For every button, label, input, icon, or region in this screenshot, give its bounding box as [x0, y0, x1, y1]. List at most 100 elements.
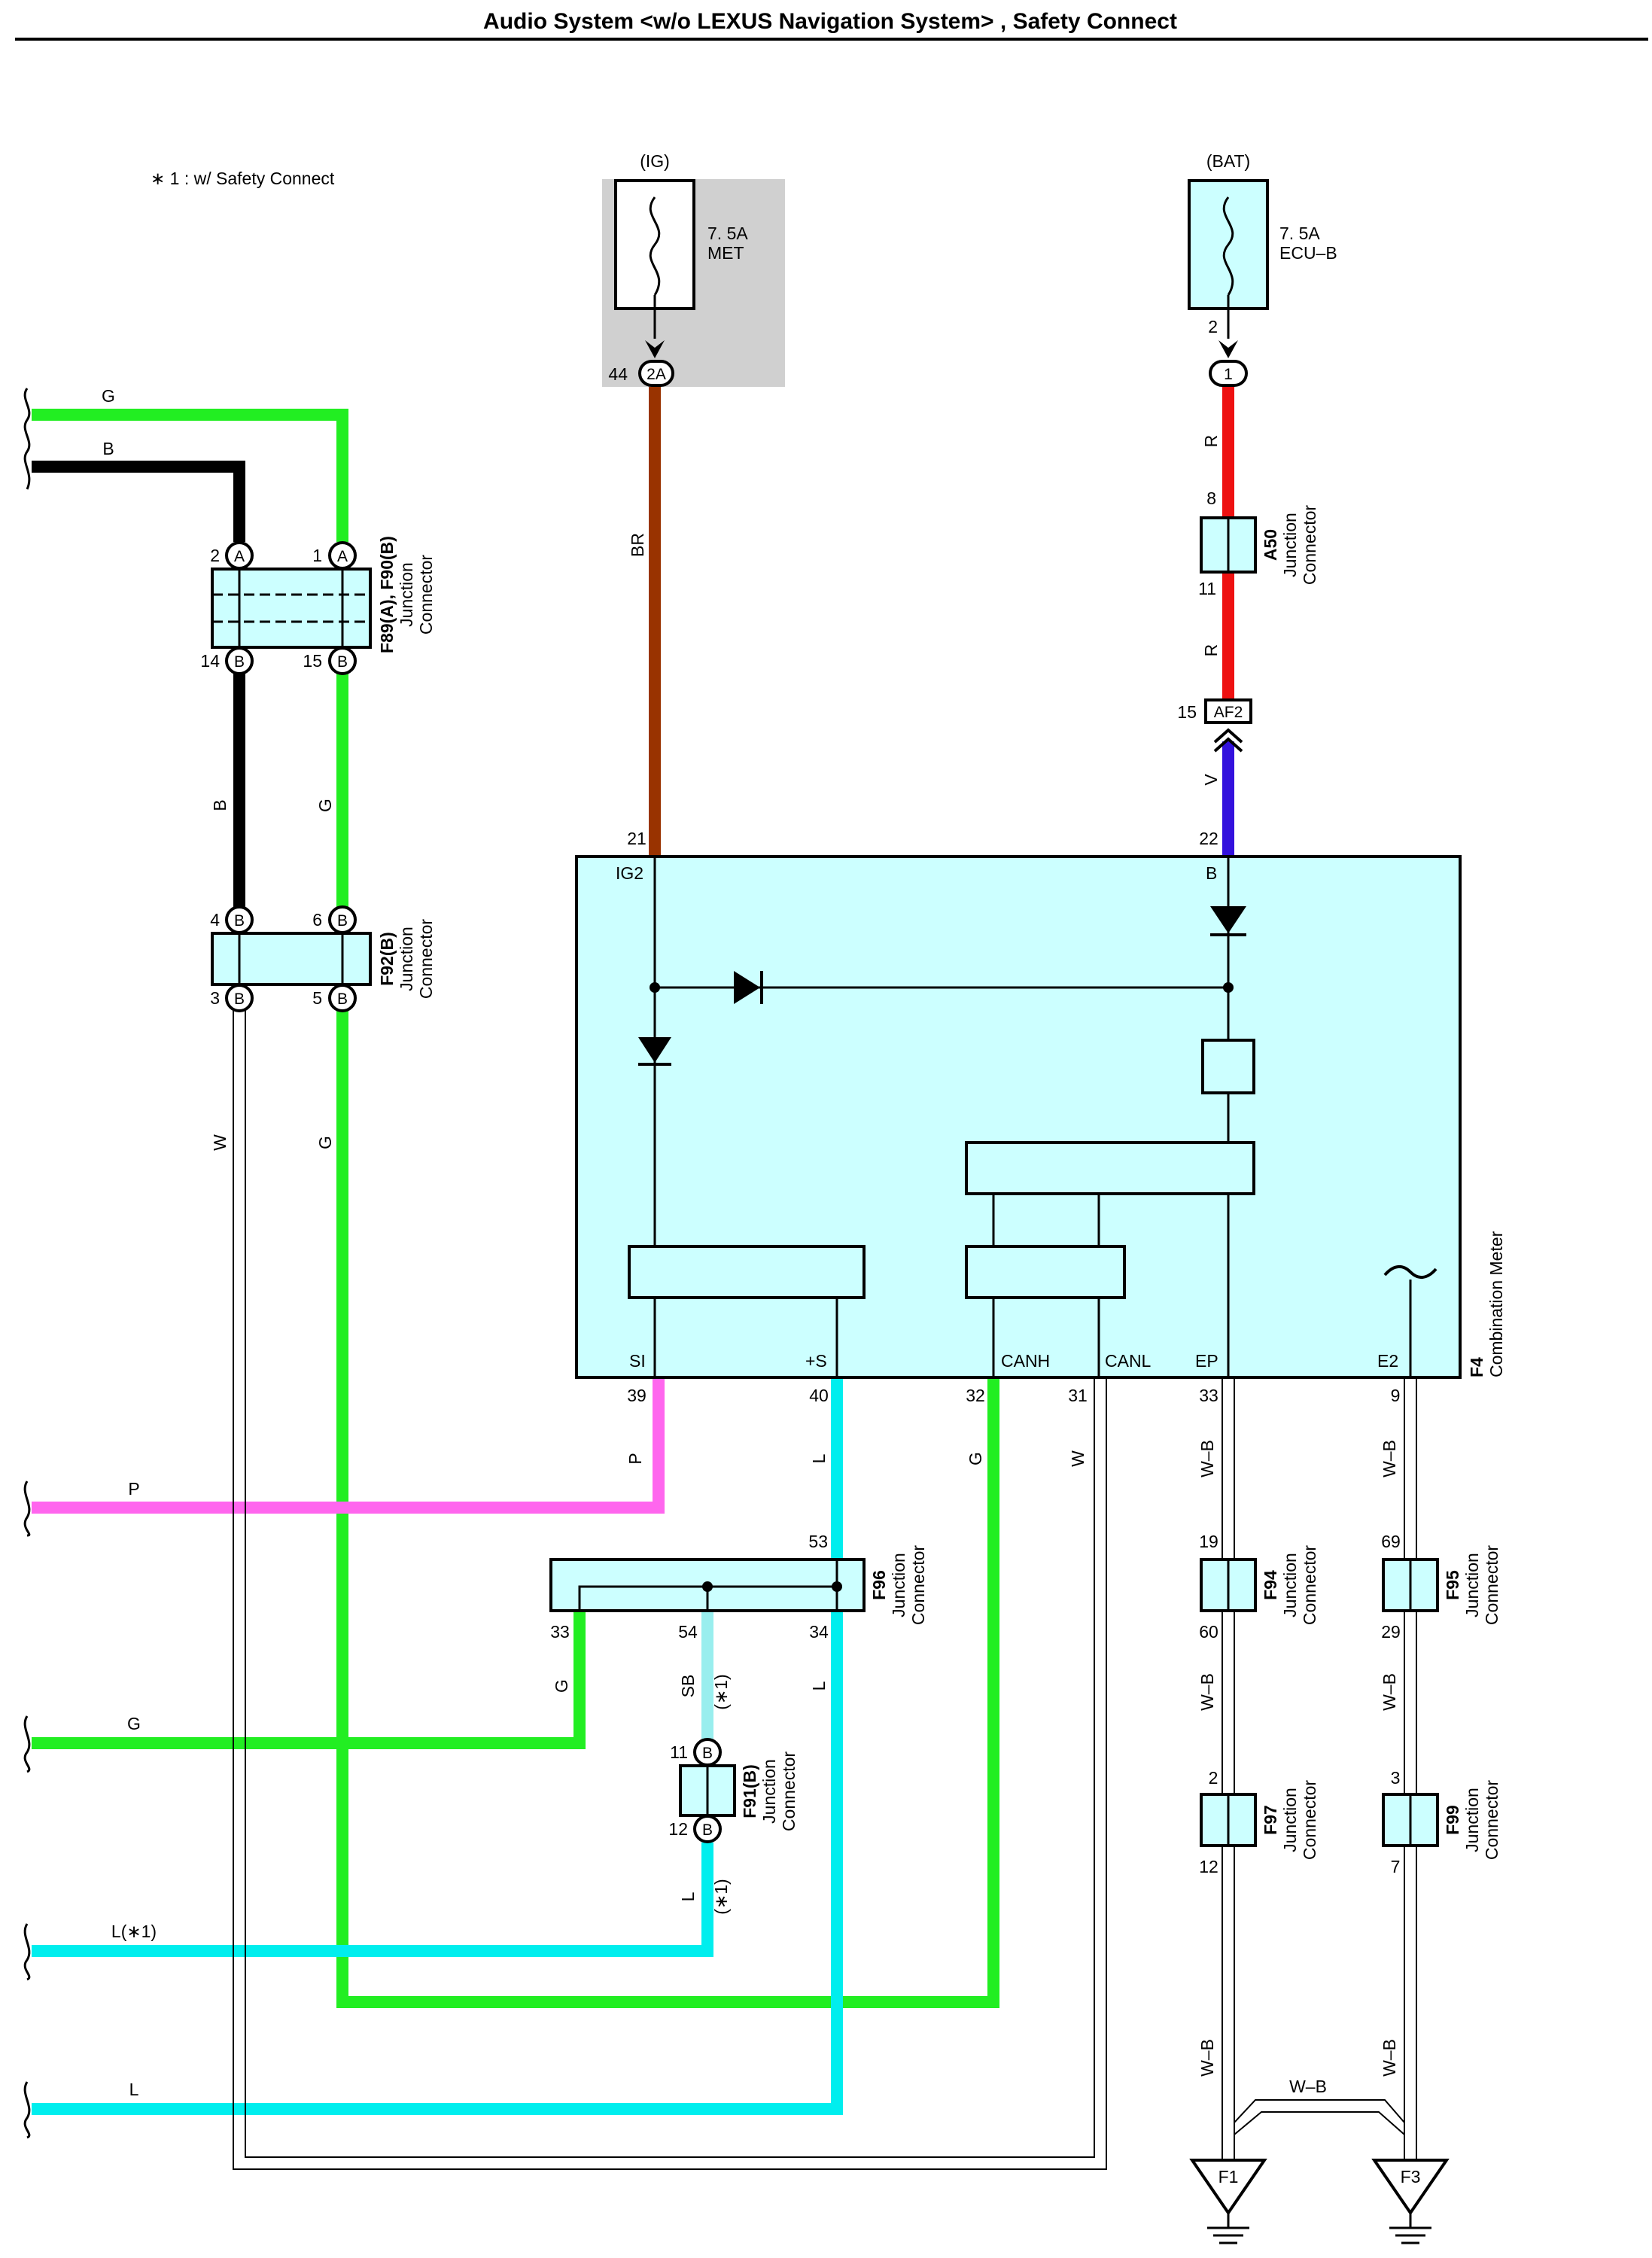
svg-text:2: 2: [1209, 1768, 1218, 1788]
svg-text:AF2: AF2: [1214, 704, 1243, 721]
svg-text:Junction: Junction: [397, 927, 416, 991]
junction-f89-f90: A A 2 1 B B 14 15 F89(A), F90(B) Junctio…: [200, 536, 436, 675]
svg-text:60: 60: [1199, 1622, 1218, 1642]
junction-f97: 2 12 F97 Junction Connector: [1199, 1768, 1319, 1876]
svg-text:G: G: [127, 1714, 141, 1733]
svg-text:SI: SI: [629, 1351, 646, 1371]
svg-text:2: 2: [1208, 317, 1218, 336]
svg-text:34: 34: [809, 1622, 829, 1642]
svg-text:F99: F99: [1443, 1805, 1462, 1835]
svg-text:9: 9: [1391, 1386, 1401, 1405]
safety-connect-note: ∗ 1 : w/ Safety Connect: [151, 169, 335, 188]
svg-text:P: P: [128, 1479, 139, 1499]
svg-text:IG2: IG2: [616, 863, 643, 883]
fuse-bat: (BAT) 7. 5A ECU–B 1 2: [1188, 151, 1337, 387]
svg-text:11: 11: [670, 1742, 688, 1762]
svg-text:L: L: [809, 1453, 829, 1463]
svg-text:8: 8: [1206, 488, 1216, 508]
svg-text:G: G: [315, 799, 335, 812]
svg-text:A: A: [337, 548, 348, 565]
svg-text:(IG): (IG): [640, 151, 670, 171]
svg-text:22: 22: [1199, 829, 1218, 848]
svg-text:15: 15: [1177, 702, 1197, 722]
junction-f95: 69 29 F95 Junction Connector: [1381, 1532, 1501, 1642]
svg-text:BR: BR: [628, 533, 647, 557]
svg-text:2: 2: [210, 546, 220, 565]
svg-text:1: 1: [1224, 366, 1233, 383]
svg-text:33: 33: [1199, 1386, 1218, 1405]
ground-f3: F3: [1371, 2159, 1450, 2244]
svg-text:B: B: [102, 439, 114, 458]
svg-text:7. 5A: 7. 5A: [707, 224, 748, 243]
svg-text:(∗1): (∗1): [711, 1674, 731, 1709]
svg-text:CANL: CANL: [1105, 1351, 1152, 1371]
svg-text:P: P: [625, 1453, 645, 1464]
svg-text:Connector: Connector: [1300, 1780, 1319, 1860]
fuse-ig: (IG) 7. 5A MET 2A 44: [602, 151, 785, 387]
svg-text:B: B: [1206, 863, 1217, 883]
svg-text:4: 4: [210, 910, 220, 930]
svg-text:Connector: Connector: [416, 919, 436, 999]
svg-text:R: R: [1201, 644, 1221, 657]
svg-text:Junction: Junction: [397, 562, 416, 627]
svg-text:A: A: [234, 548, 245, 565]
svg-text:Connector: Connector: [1482, 1780, 1501, 1860]
svg-text:69: 69: [1381, 1532, 1401, 1551]
combination-meter-f4: 21 22 IG2 B: [575, 829, 1506, 1405]
svg-text:F94: F94: [1261, 1570, 1280, 1600]
svg-text:7: 7: [1391, 1857, 1401, 1876]
svg-text:53: 53: [808, 1532, 828, 1551]
svg-text:39: 39: [627, 1386, 647, 1405]
svg-text:R: R: [1201, 435, 1221, 448]
svg-text:F92(B): F92(B): [377, 932, 397, 986]
svg-text:5: 5: [312, 988, 322, 1008]
svg-text:CANH: CANH: [1001, 1351, 1050, 1371]
svg-text:B: B: [702, 1821, 713, 1839]
svg-text:B: B: [337, 991, 348, 1008]
svg-text:B: B: [702, 1745, 713, 1762]
svg-text:L(∗1): L(∗1): [111, 1922, 157, 1941]
svg-text:G: G: [315, 1136, 335, 1149]
svg-text:B: B: [337, 653, 348, 671]
svg-text:A50: A50: [1261, 529, 1280, 561]
svg-text:F1: F1: [1218, 2167, 1239, 2186]
svg-text:B: B: [234, 912, 245, 930]
junction-f99: 3 7 F99 Junction Connector: [1382, 1768, 1501, 1876]
svg-text:Connector: Connector: [1300, 1545, 1319, 1625]
svg-text:54: 54: [678, 1622, 698, 1642]
svg-text:21: 21: [627, 829, 647, 848]
svg-text:3: 3: [1391, 1768, 1401, 1788]
junction-f96: 53 33 54 34 F96 Junction Connector: [549, 1532, 928, 1642]
diagram-title: Audio System <w/o LEXUS Navigation Syste…: [483, 9, 1177, 34]
svg-text:Junction: Junction: [889, 1553, 908, 1617]
svg-text:29: 29: [1381, 1622, 1401, 1642]
svg-text:(BAT): (BAT): [1206, 151, 1250, 171]
svg-text:G: G: [552, 1679, 571, 1693]
svg-text:19: 19: [1199, 1532, 1218, 1551]
svg-text:14: 14: [200, 651, 220, 671]
svg-text:F95: F95: [1443, 1570, 1462, 1600]
svg-text:W: W: [1068, 1450, 1088, 1467]
svg-text:Junction: Junction: [1280, 513, 1300, 577]
svg-text:ECU–B: ECU–B: [1279, 243, 1337, 263]
connector-af2: AF2 15: [1177, 698, 1252, 753]
svg-text:L: L: [809, 1681, 829, 1690]
svg-text:B: B: [234, 653, 245, 671]
svg-text:Junction: Junction: [1280, 1788, 1300, 1852]
svg-text:L: L: [678, 1891, 698, 1901]
svg-text:W–B: W–B: [1197, 1673, 1217, 1711]
svg-text:31: 31: [1068, 1386, 1088, 1405]
svg-text:F91(B): F91(B): [740, 1764, 759, 1818]
svg-text:EP: EP: [1195, 1351, 1218, 1371]
svg-text:Connector: Connector: [1300, 505, 1319, 585]
svg-text:6: 6: [312, 910, 322, 930]
junction-f94: 19 60 F94 Junction Connector: [1199, 1532, 1319, 1642]
svg-text:E2: E2: [1377, 1351, 1398, 1371]
svg-text:7. 5A: 7. 5A: [1279, 224, 1320, 243]
svg-text:33: 33: [550, 1622, 570, 1642]
svg-text:F89(A), F90(B): F89(A), F90(B): [377, 536, 397, 653]
wire-break-marks: [23, 388, 31, 2139]
svg-text:W–B: W–B: [1289, 2077, 1327, 2096]
svg-text:12: 12: [1199, 1857, 1218, 1876]
ground-f1: F1: [1189, 2159, 1267, 2244]
